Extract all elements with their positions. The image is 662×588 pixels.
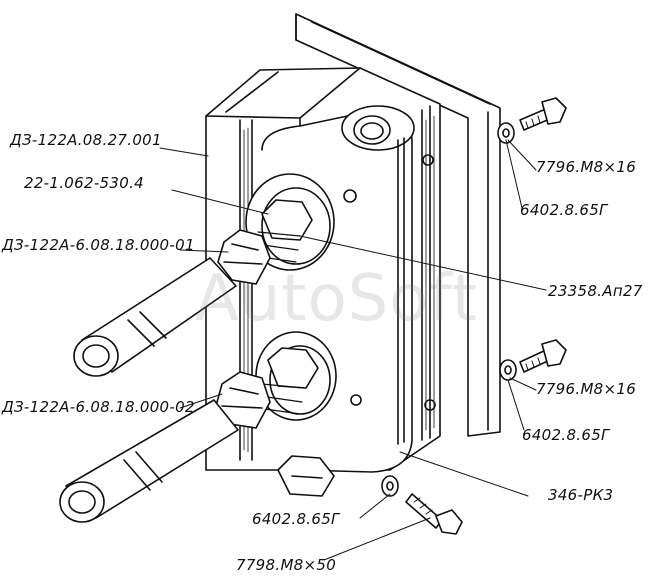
label-tube-upper: ДЗ-122А-6.08.18.000-01 bbox=[2, 236, 195, 254]
label-oring: 23358.Ап27 bbox=[548, 282, 643, 300]
label-bolt-bottom: 7798.М8×50 bbox=[236, 556, 337, 574]
label-bolt-mid: 7796.М8×16 bbox=[536, 380, 637, 398]
label-housing: ДЗ-122А.08.27.001 bbox=[10, 131, 162, 149]
bottom-bolt-and-washer bbox=[381, 475, 463, 535]
label-seal-plate: 346-РК3 bbox=[548, 486, 614, 504]
label-bolt-upper: 7796.М8×16 bbox=[536, 158, 637, 176]
upper-fitting bbox=[73, 173, 335, 377]
middle-bolt-and-washer bbox=[499, 339, 567, 381]
label-washer-mid: 6402.8.65Г bbox=[522, 426, 610, 444]
label-union-nut: 22-1.062-530.4 bbox=[24, 174, 144, 192]
upper-bolt-and-washer bbox=[497, 97, 567, 144]
label-washer-upper: 6402.8.65Г bbox=[520, 201, 608, 219]
label-tube-lower: ДЗ-122А-6.08.18.000-02 bbox=[2, 398, 195, 416]
leader-lines bbox=[159, 139, 547, 561]
mounting-plate bbox=[295, 13, 501, 437]
label-washer-bottom: 6402.8.65Г bbox=[252, 510, 340, 528]
lower-fitting bbox=[59, 331, 337, 523]
